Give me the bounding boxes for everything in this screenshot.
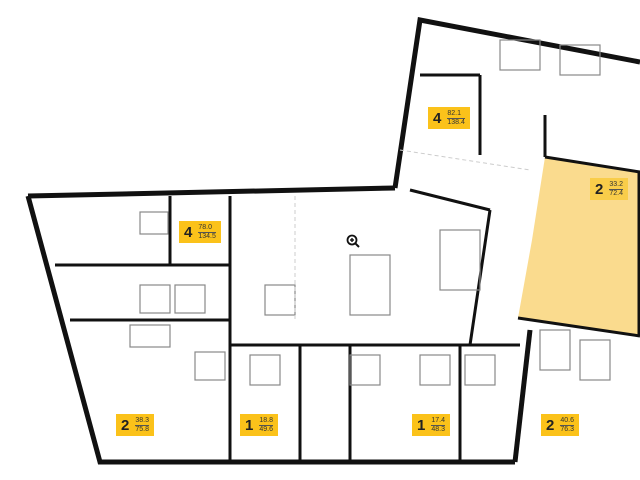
total-area: 49.6 bbox=[259, 425, 273, 433]
zone-lines bbox=[294, 149, 531, 320]
total-area: 75.8 bbox=[135, 425, 149, 433]
selected-apartment-highlight[interactable] bbox=[518, 157, 640, 336]
living-area: 18.8 bbox=[259, 416, 273, 426]
exterior-walls bbox=[25, 17, 640, 465]
living-area: 33.2 bbox=[609, 180, 623, 190]
rooms-count: 2 bbox=[546, 416, 555, 434]
total-area: 138.4 bbox=[447, 118, 465, 126]
total-area: 72.4 bbox=[609, 189, 623, 197]
rooms-count: 2 bbox=[121, 416, 130, 434]
rooms-count: 4 bbox=[433, 109, 442, 127]
total-area: 48.3 bbox=[431, 425, 445, 433]
rooms-count: 1 bbox=[245, 416, 254, 434]
rooms-count: 2 bbox=[595, 180, 604, 198]
total-area: 76.3 bbox=[560, 425, 574, 433]
living-area: 17.4 bbox=[431, 416, 445, 426]
living-area: 40.6 bbox=[560, 416, 574, 426]
fixtures bbox=[129, 39, 611, 386]
interior-walls bbox=[55, 73, 640, 462]
total-area: 134.5 bbox=[198, 232, 216, 240]
living-area: 38.3 bbox=[135, 416, 149, 426]
zoom-in-icon bbox=[346, 234, 360, 248]
rooms-count: 1 bbox=[417, 416, 426, 434]
zoom-in-button[interactable] bbox=[341, 229, 365, 253]
living-area: 78.0 bbox=[198, 224, 216, 233]
rooms-count: 4 bbox=[184, 223, 193, 241]
living-area: 82.1 bbox=[447, 110, 465, 119]
